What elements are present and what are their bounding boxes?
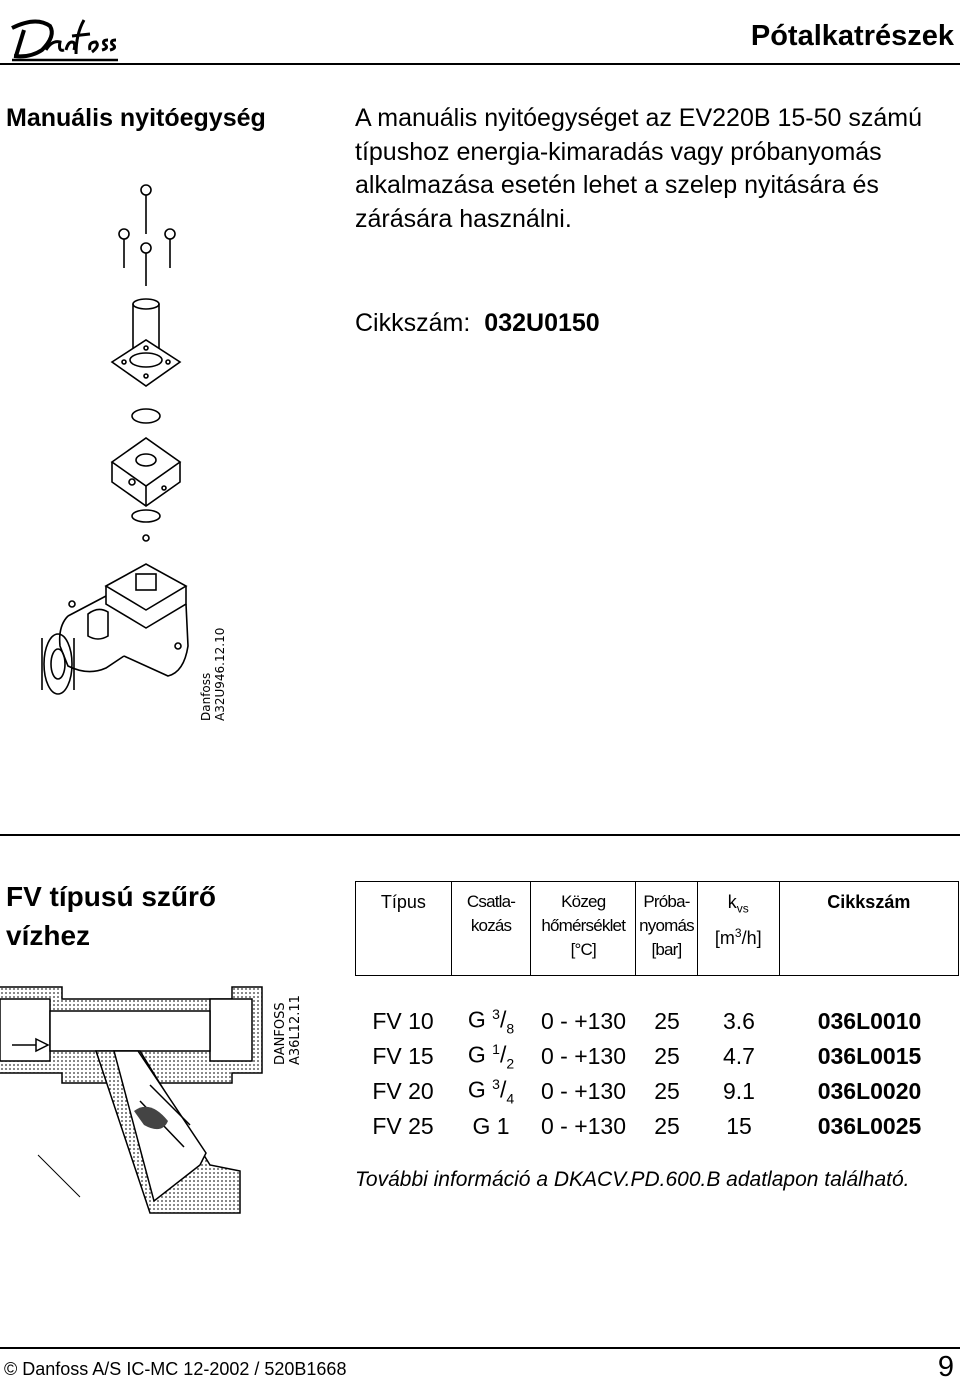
flow-arrow-icon [12,1037,50,1053]
header-medium-temperature: Közeg hőmérséklet [°C] [531,882,637,975]
filter-drawing-ref-line2: A36L12.11 [288,995,303,1065]
page-number: 9 [937,1351,954,1382]
article-number: 032U0150 [484,309,600,337]
manual-opener-description: A manuális nyitóegységet az EV220B 15-50… [355,104,923,233]
filter-title: FV típusú szűrő vízhez [6,881,216,951]
footer-copyright: © Danfoss A/S IC-MC 12-2002 / 520B1668 [4,1359,347,1379]
header-type: Típus [356,882,452,975]
drawing-ref-line1: Danfoss [199,673,213,721]
manual-opener-exploded-drawing: Danfoss A32U946.12.10 [41,184,227,721]
header-kvs: kvs [m3/h] [698,882,780,975]
manual-opener-article: Cikkszám: 032U0150 [355,309,600,338]
filter-spec-table: Típus Csatla- kozás Közeg hőmérséklet [°… [355,881,959,1144]
header-article: Cikkszám [827,892,911,912]
table-row: FV 15 G 1/2 0 - +130 25 4.7 036L0015 [372,1041,922,1072]
filter-footnote: További információ a DKACV.PD.600.B adat… [355,1168,910,1191]
drawing-ref-line2: A32U946.12.10 [213,628,227,721]
page-footer: © Danfoss A/S IC-MC 12-2002 / 520B1668 9 [0,1347,960,1382]
table-row: FV 25 G 1 0 - +130 25 15 036L0025 [372,1113,922,1139]
header-connection: Csatla- kozás [452,882,532,975]
screw-icon [118,184,176,286]
table-header: Típus Csatla- kozás Közeg hőmérséklet [°… [355,881,959,976]
table-row: FV 10 G 3/8 0 - +130 25 3.6 036L0010 [372,1006,922,1037]
danfoss-logo [11,19,118,62]
article-label: Cikkszám: [355,309,471,337]
page-title: Pótalkatrészek [750,20,954,52]
table-row: FV 20 G 3/4 0 - +130 25 9.1 036L0020 [372,1076,922,1107]
section-divider [0,834,960,836]
header-divider [0,63,960,65]
manual-opener-title: Manuális nyitóegység [6,104,266,132]
filter-drawing-ref-line1: DANFOSS [273,1002,288,1065]
header-test-pressure: Próba- nyomás [bar] [636,882,698,975]
filter-cross-section-drawing: DANFOSS A36L12.11 [0,986,303,1214]
